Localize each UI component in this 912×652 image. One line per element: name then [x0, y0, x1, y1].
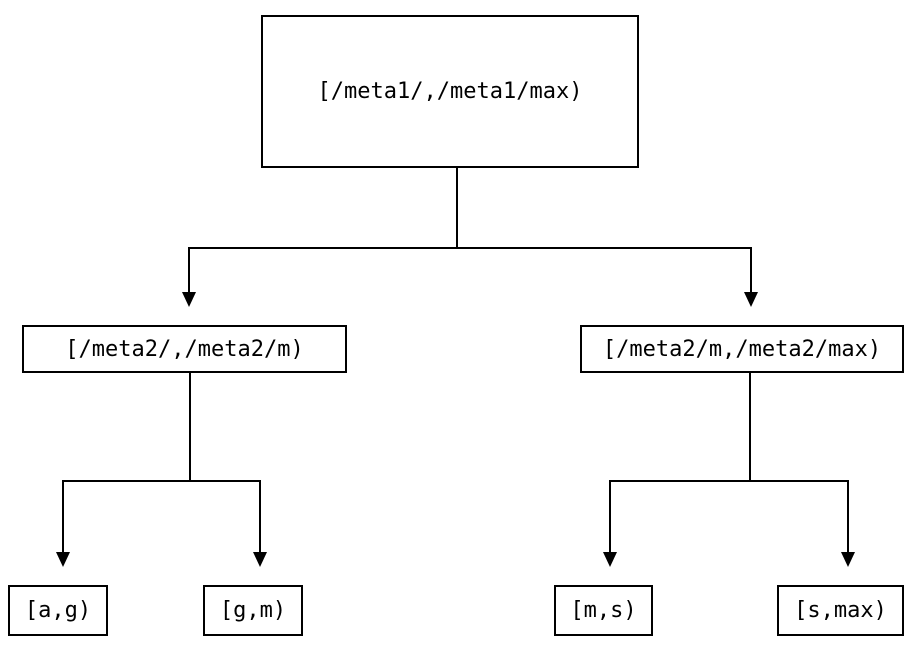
node-leaf-smax: [s,max)	[777, 585, 904, 636]
node-leaf-ag-label: [a,g)	[24, 598, 92, 623]
node-leaf-smax-label: [s,max)	[794, 598, 887, 623]
node-leaf-ms-label: [m,s)	[570, 598, 637, 623]
arrowhead-to-leaf-smax	[841, 552, 855, 567]
node-leaf-ag: [a,g)	[8, 585, 108, 636]
node-right-child: [/meta2/m,/meta2/max)	[580, 325, 904, 373]
node-right-child-label: [/meta2/m,/meta2/max)	[602, 336, 882, 362]
arrowhead-to-leaf-gm	[253, 552, 267, 567]
edge-lines	[62, 167, 849, 553]
node-left-child: [/meta2/,/meta2/m)	[22, 325, 347, 373]
node-leaf-gm: [g,m)	[203, 585, 303, 636]
arrowhead-to-leaf-ms	[603, 552, 617, 567]
node-root: [/meta1/,/meta1/max)	[261, 15, 639, 168]
arrowhead-to-leaf-ag	[56, 552, 70, 567]
node-leaf-ms: [m,s)	[554, 585, 653, 636]
node-left-child-label: [/meta2/,/meta2/m)	[65, 336, 304, 362]
edge-arrowheads	[56, 292, 855, 567]
arrowhead-to-left-child	[182, 292, 196, 307]
node-root-label: [/meta1/,/meta1/max)	[317, 79, 583, 104]
node-leaf-gm-label: [g,m)	[219, 598, 287, 623]
arrowhead-to-right-child	[744, 292, 758, 307]
